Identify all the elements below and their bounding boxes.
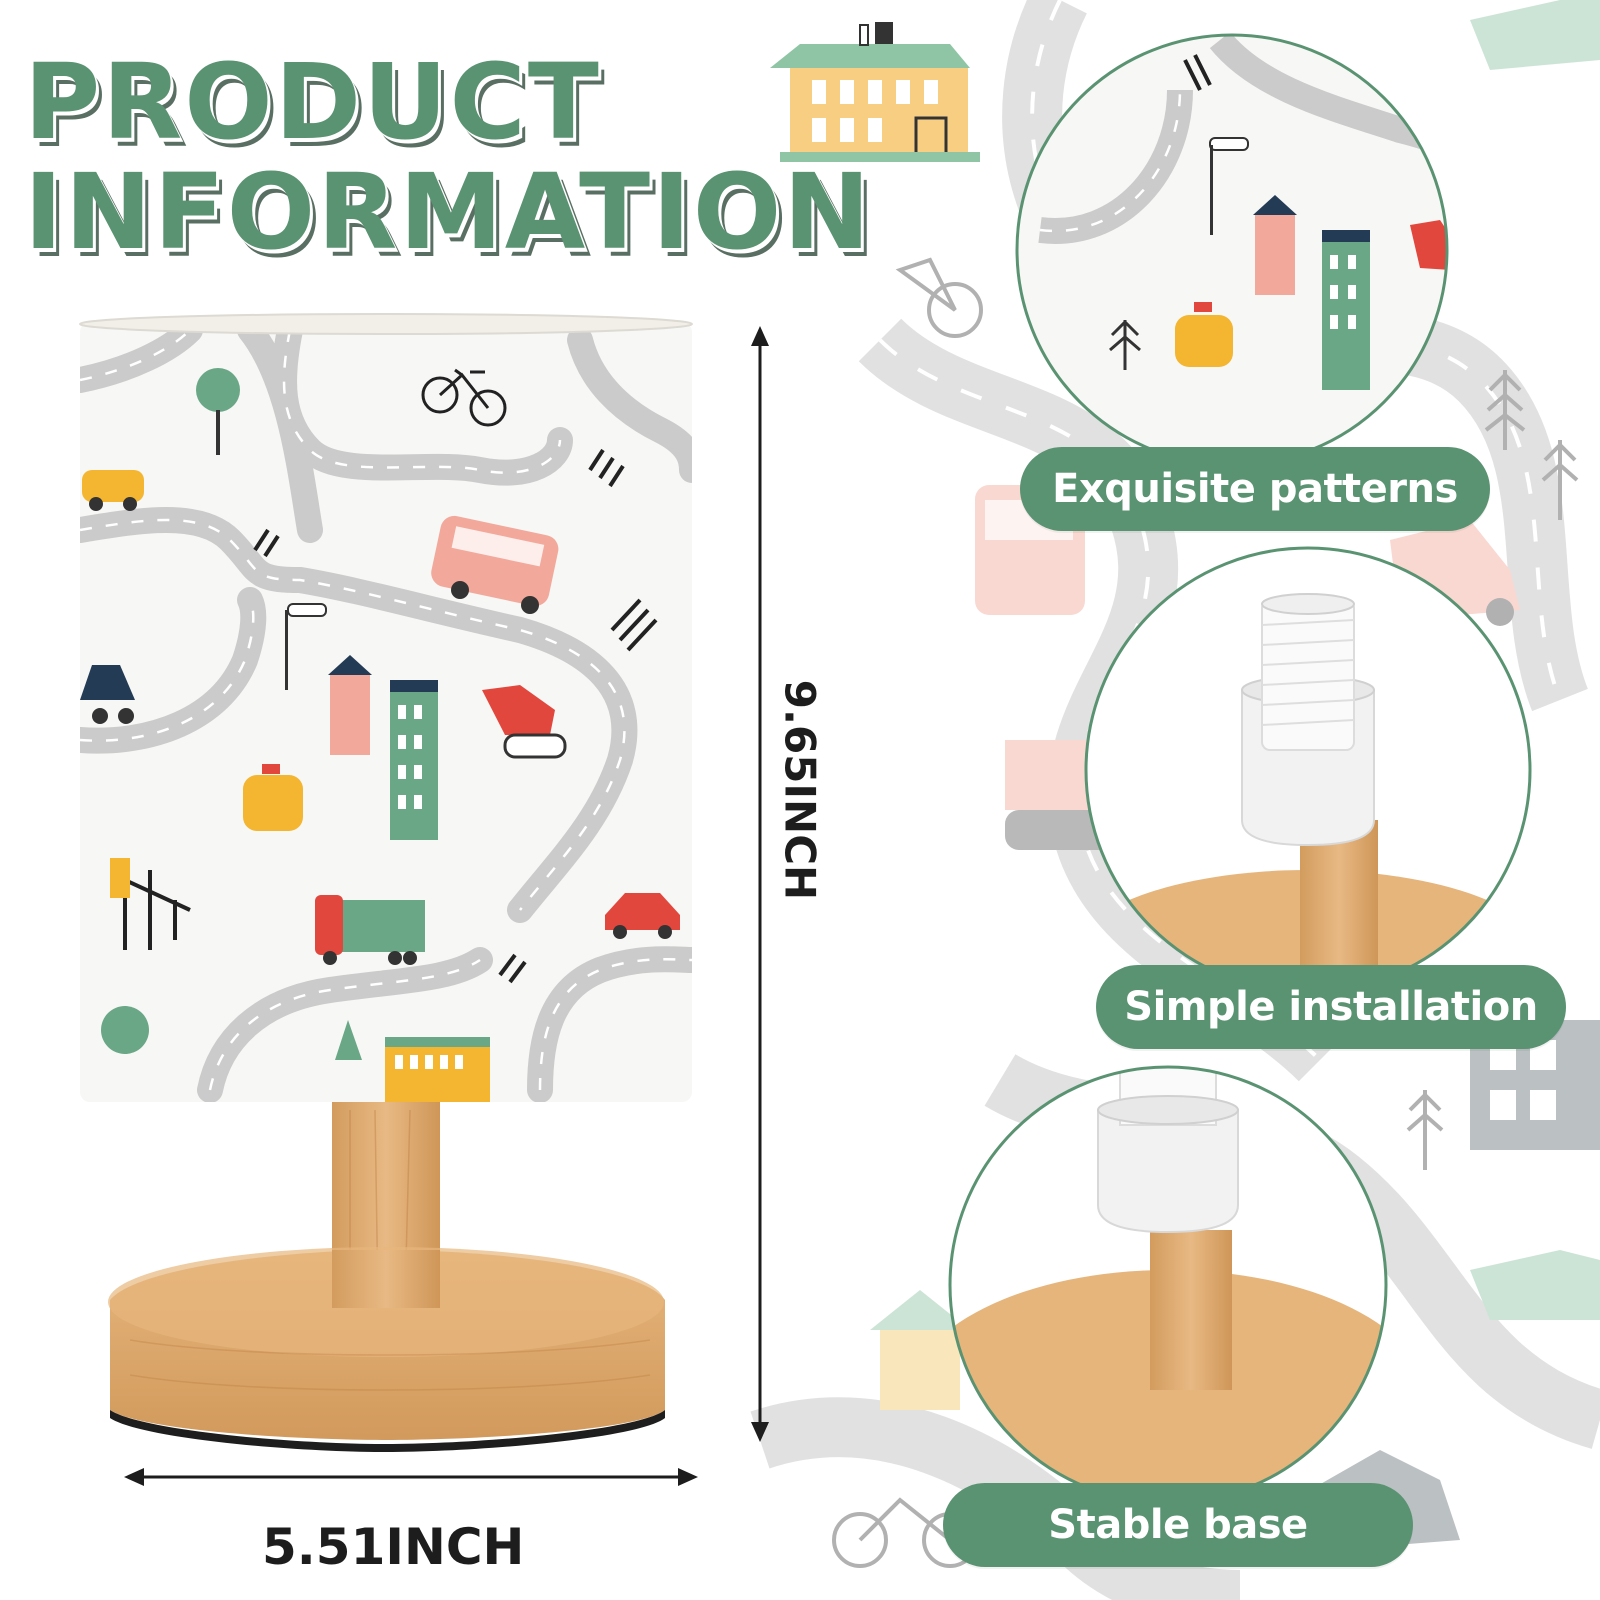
feature-pill-stable-base: Stable base [943, 1483, 1413, 1567]
width-dimension-arrow [124, 1468, 698, 1486]
arrow-up-icon [751, 326, 769, 346]
page-title-line-2: INFORMATION [24, 151, 873, 273]
lamp-shade-rim [79, 313, 693, 335]
installation-detail-circle [1084, 546, 1532, 994]
width-dimension-label: 5.51INCH [262, 1518, 525, 1576]
pattern-detail-circle [1015, 33, 1449, 467]
house-illustration [770, 22, 980, 162]
arrow-right-icon [678, 1468, 698, 1486]
lamp-base [108, 1102, 665, 1452]
feature-pill-exquisite-patterns: Exquisite patterns [1020, 447, 1490, 531]
height-dimension-label: 9.65INCH [775, 679, 825, 901]
page-title-line-1: PRODUCT [24, 41, 601, 163]
lamp-shade [80, 322, 692, 1102]
feature-pill-simple-installation: Simple installation [1096, 965, 1566, 1049]
height-dimension-arrow [751, 326, 769, 1442]
arrow-down-icon [751, 1422, 769, 1442]
arrow-left-icon [124, 1468, 144, 1486]
